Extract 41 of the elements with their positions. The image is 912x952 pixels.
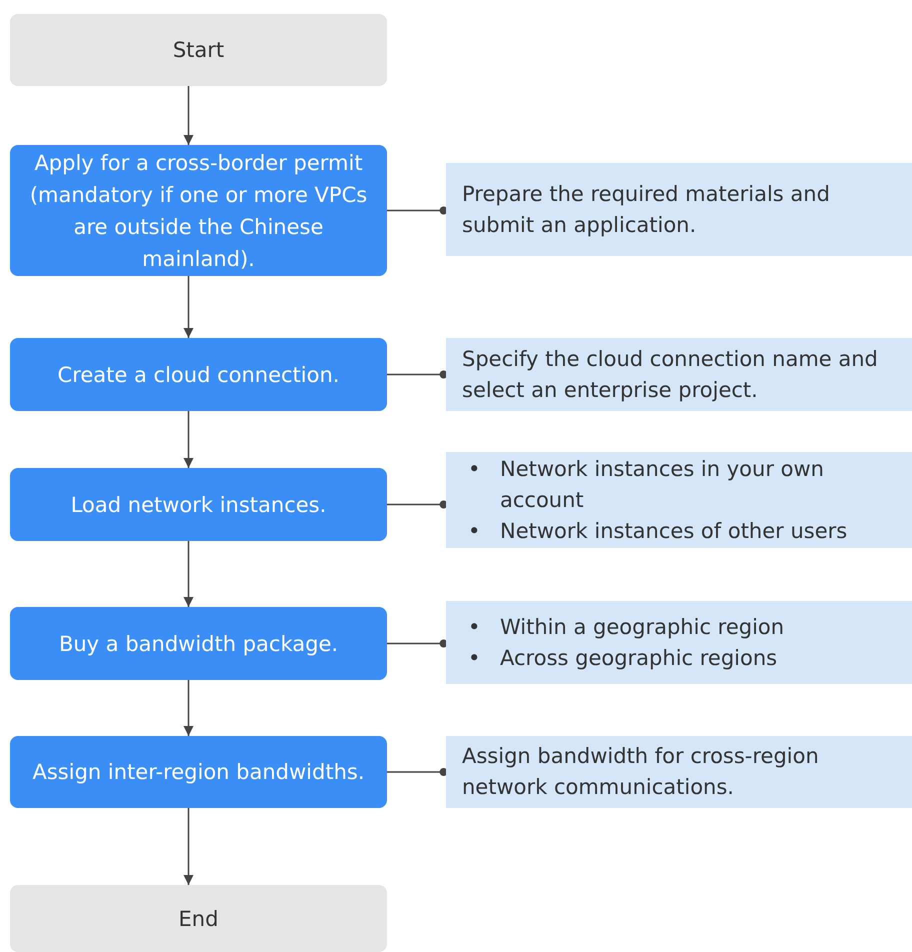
step-label: Buy a bandwidth package. (58, 630, 338, 658)
bullet-mark: • (467, 456, 480, 482)
step-label: Assign inter-region bandwidths. (32, 759, 364, 786)
bullet-text: Network instances in your own account (500, 456, 825, 514)
arrow (184, 541, 194, 607)
connector-line (387, 500, 448, 508)
bullet-mark: • (467, 614, 480, 640)
step-description: Assign bandwidth for cross-region network communications. (462, 743, 820, 801)
note-box (446, 338, 912, 411)
note-box (446, 736, 912, 808)
connector-line (387, 206, 448, 214)
process-box (10, 736, 387, 808)
bullet-mark: • (467, 644, 480, 672)
terminal-box (10, 885, 387, 952)
process-box (10, 145, 387, 276)
process-box (10, 338, 387, 411)
bullet-text: Across geographic regions (500, 644, 778, 672)
note-box (446, 163, 912, 256)
process-box (10, 607, 387, 680)
connector-line (387, 768, 448, 776)
arrow (184, 276, 194, 338)
bullet-text: Network instances of other users (500, 518, 848, 544)
connector-line (387, 370, 448, 378)
connector-line (387, 640, 448, 648)
process-box (10, 468, 387, 541)
note-box (446, 601, 912, 684)
step-label: Create a cloud connection. (58, 362, 340, 388)
step-description: Specify the cloud connection name and select an enterprise project. (462, 346, 879, 404)
arrow (184, 680, 194, 736)
terminal-label: Start (172, 38, 224, 62)
arrow (184, 808, 194, 885)
step-label: Apply for a cross-border permit (mandatory if one or more VPCs are outside the Chinese mainland). (28, 150, 368, 272)
step-description: Prepare the required materials and submit an application. (462, 180, 831, 238)
terminal-label: End (178, 906, 218, 930)
note-box (446, 452, 912, 548)
arrow (184, 86, 194, 145)
arrow (184, 411, 194, 468)
step-label: Load network instances. (70, 492, 326, 518)
bullet-text: Within a geographic region (500, 614, 786, 640)
bullet-mark: • (467, 518, 480, 544)
terminal-box (10, 14, 387, 86)
